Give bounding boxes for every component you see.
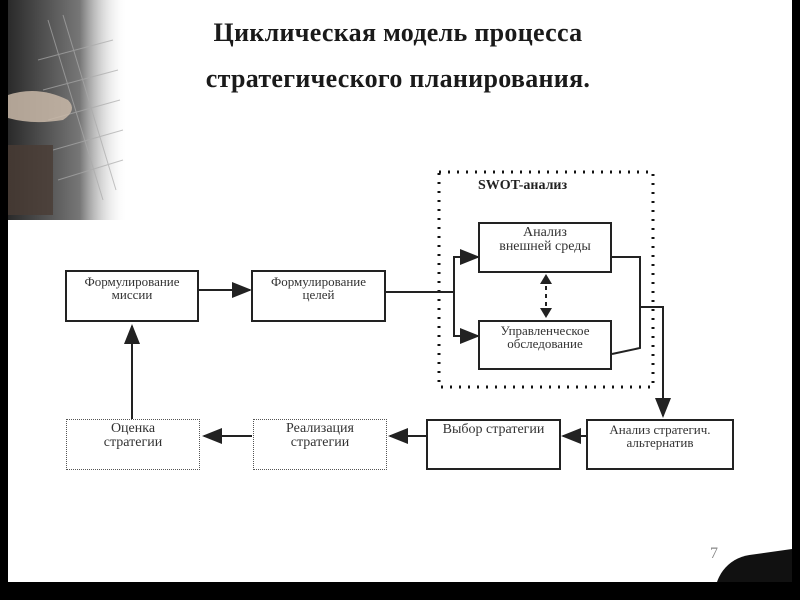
dashed-arrow-up <box>540 274 552 284</box>
node-alternatives-line2: альтернатив <box>626 435 694 450</box>
node-implementation: Реализация стратегии <box>253 419 387 470</box>
node-choice-line1: Выбор стратегии <box>442 422 545 437</box>
node-management: Управленческое обследование <box>478 320 612 370</box>
node-external: Анализ внешней среды <box>478 222 612 273</box>
arrow-split-external <box>453 249 480 292</box>
node-management-line1: Управленческое <box>500 323 590 338</box>
node-implementation-line2: стратегии <box>290 435 350 450</box>
node-evaluation-line1: Оценка <box>110 421 156 436</box>
node-goals-line1: Формулирование <box>270 274 367 289</box>
node-management-line2: обследование <box>507 336 583 351</box>
dashed-arrow-down <box>540 308 552 318</box>
slide-number: 7 <box>710 545 718 562</box>
node-mission-line1: Формулирование <box>84 274 180 289</box>
node-mission: Формулирование миссии <box>65 270 199 322</box>
line-external-merge <box>611 256 641 355</box>
node-external-line2: внешней среды <box>499 239 591 254</box>
node-choice: Выбор стратегии <box>426 419 561 470</box>
title-line-1: Циклическая модель процесса <box>213 18 583 47</box>
node-evaluation-line2: стратегии <box>103 435 163 450</box>
node-alternatives: Анализ стратегич. альтернатив <box>586 419 734 470</box>
arrow-split-management <box>453 292 480 344</box>
node-goals-line2: целей <box>302 287 335 302</box>
slide: Циклическая модель процесса стратегическ… <box>8 0 792 582</box>
node-mission-line2: миссии <box>111 287 153 302</box>
node-alternatives-line1: Анализ стратегич. <box>609 422 711 437</box>
node-goals: Формулирование целей <box>251 270 386 322</box>
swot-label: SWOT-анализ <box>478 178 568 193</box>
node-evaluation: Оценка стратегии <box>66 419 200 470</box>
node-implementation-line1: Реализация <box>286 421 354 436</box>
node-external-line1: Анализ <box>523 225 567 240</box>
arrow-merge-alternatives <box>640 306 671 418</box>
page-title: Циклическая модель процесса стратегическ… <box>118 10 678 102</box>
flow-diagram <box>124 170 671 444</box>
keyboard-hand-photo <box>8 0 128 220</box>
title-line-2: стратегического планирования. <box>205 64 591 93</box>
